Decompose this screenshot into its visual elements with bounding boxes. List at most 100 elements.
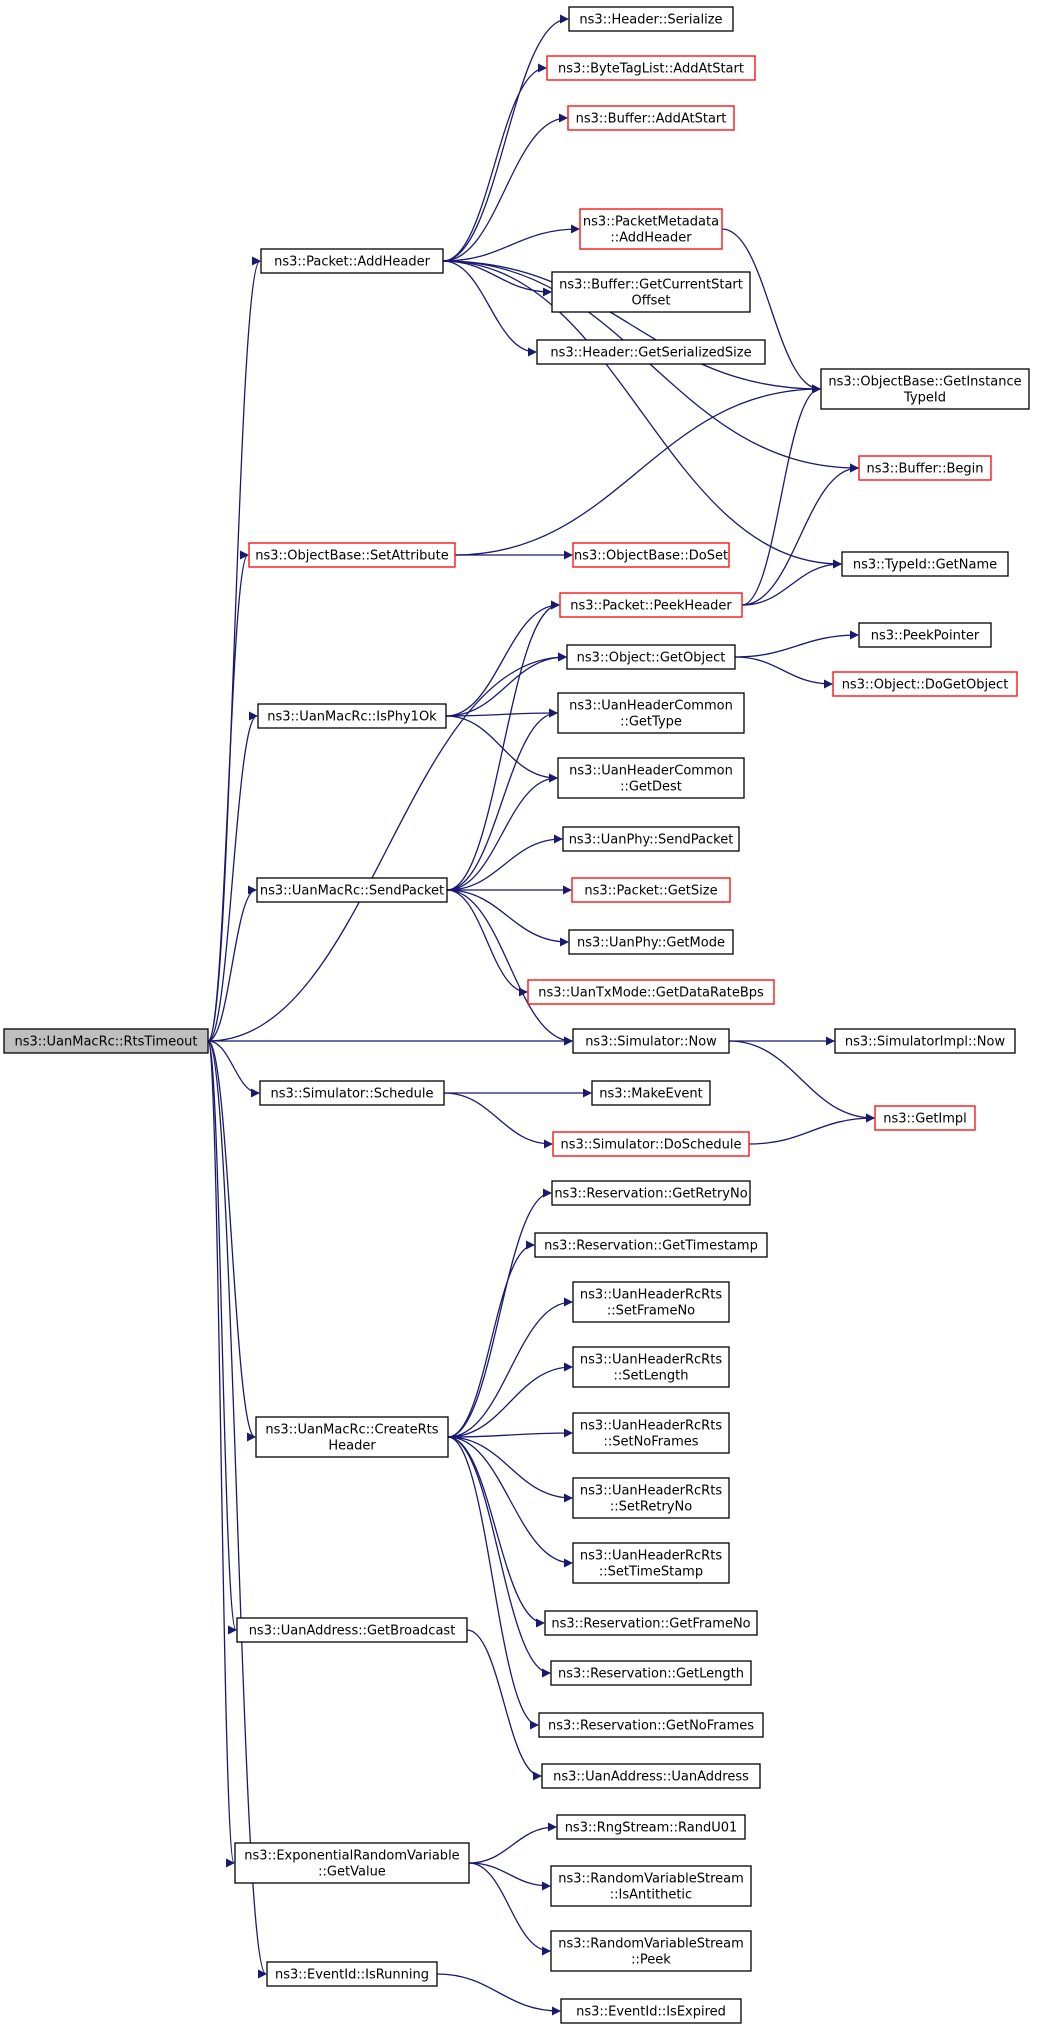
node-ns3-simulator-now[interactable]: ns3::Simulator::Now xyxy=(572,1028,730,1054)
edge-root-to-uanaddr_getbroadcast xyxy=(207,1040,237,1635)
node-ns3-objectbase-setattribute[interactable]: ns3::ObjectBase::SetAttribute xyxy=(248,542,456,568)
node-ns3-object-getobject[interactable]: ns3::Object::GetObject xyxy=(566,644,736,670)
node-box xyxy=(874,1105,976,1131)
edge-sim_schedule-to-sim_doschedule xyxy=(443,1092,553,1149)
node-label: ns3::ExponentialRandomVariable xyxy=(244,1849,459,1864)
node-ns3-buffer-begin[interactable]: ns3::Buffer::Begin xyxy=(858,455,992,481)
node-ns3-simulatorimpl-now[interactable]: ns3::SimulatorImpl::Now xyxy=(834,1028,1016,1054)
node-ns3-randomvariablestream-isantithetic[interactable]: ns3::RandomVariableStream::IsAntithetic xyxy=(550,1865,752,1907)
edge-sendpacket-to-uanphy_getmode xyxy=(446,889,569,947)
node-ns3-packet-addheader[interactable]: ns3::Packet::AddHeader xyxy=(260,248,444,274)
edge-root-to-sendpacket xyxy=(207,885,257,1042)
node-ns3-uanheaderrcrts-settimestamp[interactable]: ns3::UanHeaderRcRts::SetTimeStamp xyxy=(572,1542,730,1584)
node-label: ns3::Simulator::Schedule xyxy=(270,1087,433,1102)
node-ns3-simulator-doschedule[interactable]: ns3::Simulator::DoSchedule xyxy=(552,1131,750,1157)
node-box xyxy=(820,368,1030,410)
edge-root-to-sim_schedule xyxy=(207,1040,260,1098)
node-label: ns3::Reservation::GetNoFrames xyxy=(548,1719,754,1734)
edge-sendpacket-to-uhc_gettype xyxy=(446,708,558,891)
node-box xyxy=(832,671,1018,697)
node-ns3-uanheadercommon-getdest[interactable]: ns3::UanHeaderCommon::GetDest xyxy=(557,757,745,799)
node-label: Offset xyxy=(631,294,670,309)
node-ns3-rngstream-randu01[interactable]: ns3::RngStream::RandU01 xyxy=(556,1814,746,1840)
node-ns3-uanaddress-uanaddress[interactable]: ns3::UanAddress::UanAddress xyxy=(541,1763,761,1789)
node-ns3-uanheadercommon-gettype[interactable]: ns3::UanHeaderCommon::GetType xyxy=(557,692,745,734)
node-ns3-uanphy-getmode[interactable]: ns3::UanPhy::GetMode xyxy=(568,929,734,955)
node-ns3-packet-peekheader[interactable]: ns3::Packet::PeekHeader xyxy=(559,592,743,618)
edge-addheader-to-hdr_getsersize xyxy=(442,260,537,357)
node-ns3-packetmetadata-addheader[interactable]: ns3::PacketMetadata::AddHeader xyxy=(579,208,723,250)
node-ns3-exponentialrandomvariable-getvalue[interactable]: ns3::ExponentialRandomVariable::GetValue xyxy=(234,1842,470,1884)
node-label: ns3::UanHeaderRcRts xyxy=(580,1288,722,1303)
node-ns3-packet-getsize[interactable]: ns3::Packet::GetSize xyxy=(571,877,731,903)
node-ns3-reservation-getnoframes[interactable]: ns3::Reservation::GetNoFrames xyxy=(538,1712,764,1738)
node-ns3-reservation-getlength[interactable]: ns3::Reservation::GetLength xyxy=(550,1660,752,1686)
node-ns3-objectbase-doset[interactable]: ns3::ObjectBase::DoSet xyxy=(572,542,730,568)
node-box xyxy=(560,1998,742,2024)
node-ns3-reservation-getretryno[interactable]: ns3::Reservation::GetRetryNo xyxy=(551,1180,751,1206)
node-ns3-getimpl[interactable]: ns3::GetImpl xyxy=(874,1105,976,1131)
node-ns3-reservation-gettimestamp[interactable]: ns3::Reservation::GetTimestamp xyxy=(534,1232,768,1258)
node-ns3-uanphy-sendpacket[interactable]: ns3::UanPhy::SendPacket xyxy=(562,826,740,852)
node-ns3-uanheaderrcrts-setnoframes[interactable]: ns3::UanHeaderRcRts::SetNoFrames xyxy=(572,1412,730,1454)
node-ns3-makeevent[interactable]: ns3::MakeEvent xyxy=(591,1080,711,1106)
node-ns3-typeid-getname[interactable]: ns3::TypeId::GetName xyxy=(841,551,1009,577)
edge-sim_doschedule-to-getimpl xyxy=(748,1113,875,1145)
node-ns3-peekpointer[interactable]: ns3::PeekPointer xyxy=(858,622,992,648)
edge-exprv_getvalue-to-rng_randu01 xyxy=(468,1822,557,1864)
node-ns3-uanheaderrcrts-setlength[interactable]: ns3::UanHeaderRcRts::SetLength xyxy=(572,1346,730,1388)
node-ns3-object-dogetobject[interactable]: ns3::Object::DoGetObject xyxy=(832,671,1018,697)
node-label: ns3::Buffer::Begin xyxy=(866,462,983,477)
node-box xyxy=(566,644,736,670)
node-box xyxy=(266,1961,438,1987)
node-ns3-simulator-schedule[interactable]: ns3::Simulator::Schedule xyxy=(259,1080,445,1106)
node-label: ns3::UanAddress::UanAddress xyxy=(553,1770,749,1785)
edge-sendpacket-to-sim_now xyxy=(446,889,573,1046)
node-label: ns3::UanTxMode::GetDataRateBps xyxy=(538,986,764,1001)
node-box xyxy=(236,1617,468,1643)
node-box xyxy=(550,1865,752,1907)
node-box xyxy=(551,1180,751,1206)
node-box xyxy=(568,929,734,955)
node-ns3-uanmacrc-isphy1ok[interactable]: ns3::UanMacRc::IsPhy1Ok xyxy=(257,703,447,729)
node-box xyxy=(527,979,775,1005)
node-ns3-uanaddress-getbroadcast[interactable]: ns3::UanAddress::GetBroadcast xyxy=(236,1617,468,1643)
edge-createrts-to-res_getnoframes xyxy=(447,1436,539,1730)
node-ns3-uantxmode-getdataratebps[interactable]: ns3::UanTxMode::GetDataRateBps xyxy=(527,979,775,1005)
node-box xyxy=(552,1131,750,1157)
node-label: ns3::UanMacRc::IsPhy1Ok xyxy=(267,710,437,725)
node-ns3-eventid-isexpired[interactable]: ns3::EventId::IsExpired xyxy=(560,1998,742,2024)
edge-createrts-to-rts_setlength xyxy=(447,1362,573,1438)
node-ns3-bytetaglist-addatstart[interactable]: ns3::ByteTagList::AddAtStart xyxy=(546,55,756,81)
node-box xyxy=(541,1763,761,1789)
node-box xyxy=(571,877,731,903)
node-ns3-uanheaderrcrts-setframeno[interactable]: ns3::UanHeaderRcRts::SetFrameNo xyxy=(572,1281,730,1323)
node-ns3-randomvariablestream-peek[interactable]: ns3::RandomVariableStream::Peek xyxy=(550,1930,752,1972)
edge-sendpacket-to-uhc_getdest xyxy=(446,773,558,891)
node-box xyxy=(551,271,751,313)
node-ns3-header-getserializedsize[interactable]: ns3::Header::GetSerializedSize xyxy=(536,339,766,365)
node-ns3-header-serialize[interactable]: ns3::Header::Serialize xyxy=(568,6,734,32)
node-ns3-uanmacrc-sendpacket[interactable]: ns3::UanMacRc::SendPacket xyxy=(256,877,448,903)
node-box xyxy=(536,339,766,365)
node-label: ::GetValue xyxy=(318,1865,386,1880)
node-label: ::SetLength xyxy=(614,1369,689,1384)
edge-addheader-to-pm_addheader xyxy=(442,224,580,262)
node-box xyxy=(546,55,756,81)
node-ns3-uanheaderrcrts-setretryno[interactable]: ns3::UanHeaderRcRts::SetRetryNo xyxy=(572,1477,730,1519)
edge-isphy1ok-to-uhc_getdest xyxy=(445,715,558,783)
node-box xyxy=(591,1080,711,1106)
edge-addheader-to-typeid_getname xyxy=(442,260,842,569)
node-ns3-buffer-addatstart[interactable]: ns3::Buffer::AddAtStart xyxy=(567,105,735,131)
edge-root-to-ob_setattr xyxy=(207,550,249,1042)
edge-uanaddr_getbroadcast-to-uanaddr_ctor xyxy=(466,1629,542,1781)
node-ns3-reservation-getframeno[interactable]: ns3::Reservation::GetFrameNo xyxy=(544,1610,758,1636)
node-label: ns3::ObjectBase::SetAttribute xyxy=(255,549,449,564)
node-label: ns3::Reservation::GetLength xyxy=(558,1667,744,1682)
edge-createrts-to-res_gettimestamp xyxy=(447,1240,535,1438)
node-box xyxy=(255,1416,449,1458)
node-ns3-eventid-isrunning[interactable]: ns3::EventId::IsRunning xyxy=(266,1961,438,1987)
